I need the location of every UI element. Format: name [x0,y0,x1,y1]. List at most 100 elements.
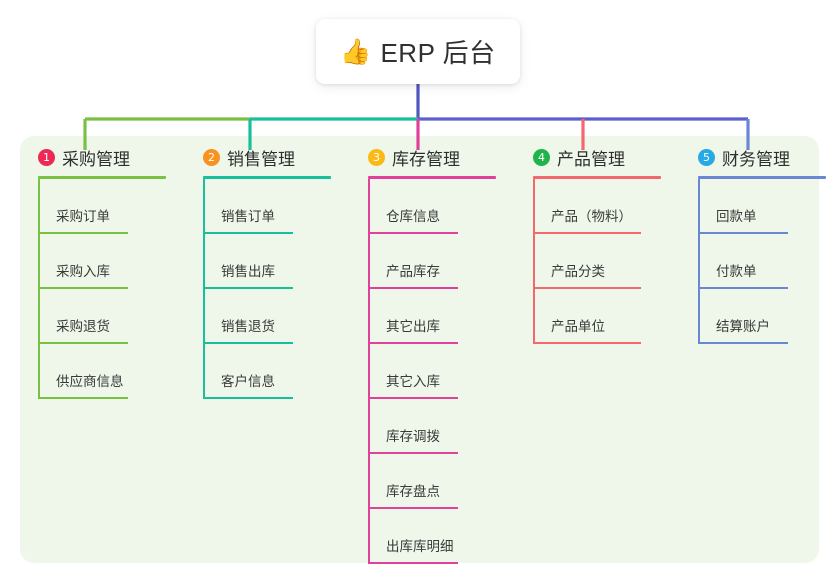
branch-number-badge: 4 [533,148,550,166]
branch-header-4[interactable]: 4 产品管理 [515,145,680,169]
branch-item-label: 销售订单 [221,209,275,224]
branch-item-underline [698,287,788,289]
branch-item-underline [698,232,788,234]
branch-item-underline [368,287,458,289]
branch-title: 销售管理 [227,149,295,169]
branch-item[interactable]: 采购退货 [20,289,185,344]
branch-column-1: 1 采购管理采购订单采购入库采购退货供应商信息 [20,145,185,399]
branch-item[interactable]: 采购订单 [20,179,185,234]
branch-item-label: 产品（物料） [551,209,632,224]
branch-item[interactable]: 采购入库 [20,234,185,289]
branch-item-underline [203,232,293,234]
branch-item[interactable]: 其它入库 [350,344,515,399]
branch-item-label: 采购退货 [56,319,110,334]
branch-number-badge: 3 [368,148,385,166]
branch-underline [368,176,496,179]
branch-header-2[interactable]: 2 销售管理 [185,145,350,169]
root-node-erp-backend[interactable]: 👍 ERP 后台 [316,19,520,84]
branch-item[interactable]: 销售出库 [185,234,350,289]
branch-item-underline [368,397,458,399]
branch-column-4: 4 产品管理产品（物料） 产品分类产品单位 [515,145,680,344]
branch-item[interactable]: 产品库存 [350,234,515,289]
branch-item[interactable]: 销售退货 [185,289,350,344]
branch-item[interactable]: 结算账户 [680,289,839,344]
branch-item-list: 产品（物料） 产品分类产品单位 [515,179,680,344]
branch-item[interactable]: 产品分类 [515,234,680,289]
branch-item[interactable]: 供应商信息 [20,344,185,399]
branch-item-underline [533,232,641,234]
branch-item[interactable]: 销售订单 [185,179,350,234]
branch-underline [203,176,331,179]
branch-item-underline [38,287,128,289]
branch-item-list: 仓库信息产品库存其它出库其它入库库存调拨库存盘点出库库明细 [350,179,515,564]
branch-title: 库存管理 [392,149,460,169]
branch-item[interactable]: 库存调拨 [350,399,515,454]
branch-item-underline [203,287,293,289]
thumbs-up-icon: 👍 [340,38,372,66]
branch-stem-line [203,179,205,399]
branch-header-3[interactable]: 3 库存管理 [350,145,515,169]
branch-title: 产品管理 [557,149,625,169]
branch-item[interactable]: 仓库信息 [350,179,515,234]
branch-item-label: 采购入库 [56,264,110,279]
branch-item-list: 采购订单采购入库采购退货供应商信息 [20,179,185,399]
branch-item-underline [368,452,458,454]
branch-item-underline [38,232,128,234]
branch-stem-line [368,179,370,564]
branch-item-label: 产品库存 [386,264,440,279]
branch-underline [533,176,661,179]
branch-item-label: 采购订单 [56,209,110,224]
branch-item-label: 销售退货 [221,319,275,334]
branch-stem-line [698,179,700,344]
branch-item[interactable]: 其它出库 [350,289,515,344]
branch-column-5: 5 财务管理回款单付款单结算账户 [680,145,839,344]
branch-item-underline [203,342,293,344]
branch-item-label: 产品分类 [551,264,605,279]
branch-item-label: 供应商信息 [56,374,124,389]
branch-item-underline [368,342,458,344]
branch-item[interactable]: 产品单位 [515,289,680,344]
root-node-title: ERP 后台 [380,38,496,68]
branch-stem-line [38,179,40,399]
branch-underline [698,176,826,179]
branch-number-badge: 2 [203,148,220,166]
branch-item-list: 回款单付款单结算账户 [680,179,839,344]
branch-item[interactable]: 回款单 [680,179,839,234]
branch-item-label: 库存调拨 [386,429,440,444]
branch-number-badge: 1 [38,148,55,166]
branch-item-underline [38,342,128,344]
branch-item-label: 库存盘点 [386,484,440,499]
branch-header-5[interactable]: 5 财务管理 [680,145,839,169]
branch-title: 财务管理 [722,149,790,169]
branch-stem-line [533,179,535,344]
branch-item[interactable]: 产品（物料） [515,179,680,234]
branch-item[interactable]: 客户信息 [185,344,350,399]
branch-item-underline [38,397,128,399]
branch-column-2: 2 销售管理销售订单销售出库销售退货客户信息 [185,145,350,399]
branch-item-label: 结算账户 [716,319,770,334]
branch-item[interactable]: 库存盘点 [350,454,515,509]
branch-item-underline [533,342,641,344]
branches-panel [20,136,819,563]
branch-item-underline [203,397,293,399]
branch-column-3: 3 库存管理仓库信息产品库存其它出库其它入库库存调拨库存盘点出库库明细 [350,145,515,564]
branch-item-label: 其它入库 [386,374,440,389]
branch-item-label: 付款单 [716,264,757,279]
branch-title: 采购管理 [62,149,130,169]
branch-item-underline [368,232,458,234]
branch-item-label: 回款单 [716,209,757,224]
branch-item-label: 产品单位 [551,319,605,334]
branch-underline [38,176,166,179]
branch-number-badge: 5 [698,148,715,166]
branch-item-underline [698,342,788,344]
branch-item[interactable]: 付款单 [680,234,839,289]
branch-item[interactable]: 出库库明细 [350,509,515,564]
branch-item-underline [533,287,641,289]
branch-item-label: 出库库明细 [386,539,454,554]
branch-item-label: 仓库信息 [386,209,440,224]
branch-item-underline [368,562,458,564]
branch-header-1[interactable]: 1 采购管理 [20,145,185,169]
branch-item-label: 其它出库 [386,319,440,334]
